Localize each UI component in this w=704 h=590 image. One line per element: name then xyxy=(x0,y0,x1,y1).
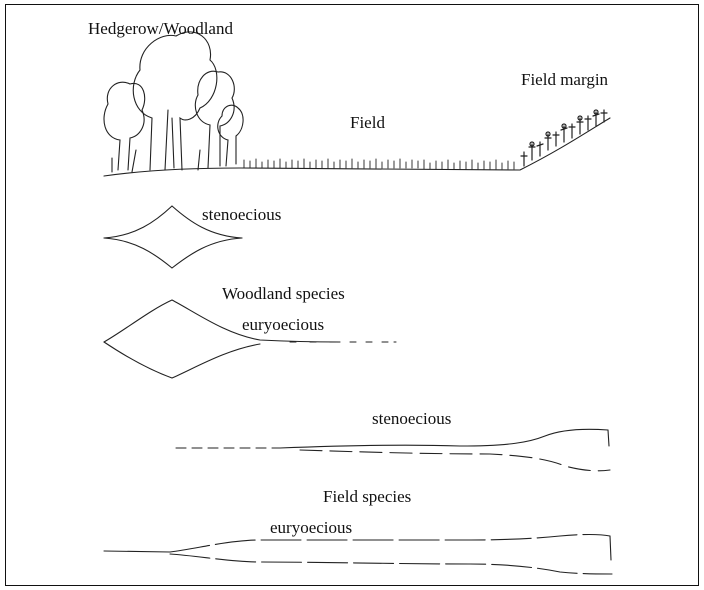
hedgerow-trees xyxy=(104,32,243,172)
woodland-stenoecious-label: stenoecious xyxy=(202,206,281,223)
woodland-euryoecious-label: euryoecious xyxy=(242,316,324,333)
woodland-euryoecious-curve xyxy=(104,300,396,378)
hedgerow-woodland-label: Hedgerow/Woodland xyxy=(88,20,233,37)
field-margin-label: Field margin xyxy=(521,71,608,88)
tree-right xyxy=(218,105,243,166)
field-crop xyxy=(244,159,514,169)
tree-large xyxy=(133,32,217,170)
field-label: Field xyxy=(350,114,385,131)
field-stenoecious-curve xyxy=(176,429,610,471)
tree-mid xyxy=(195,71,234,168)
field-euryoecious-label: euryoecious xyxy=(270,519,352,536)
field-species-label: Field species xyxy=(323,488,411,505)
field-stenoecious-label: stenoecious xyxy=(372,410,451,427)
tree-left xyxy=(104,82,145,170)
field-margin-plants xyxy=(521,110,607,166)
field-euryoecious-curve xyxy=(104,535,612,575)
woodland-species-label: Woodland species xyxy=(222,285,345,302)
